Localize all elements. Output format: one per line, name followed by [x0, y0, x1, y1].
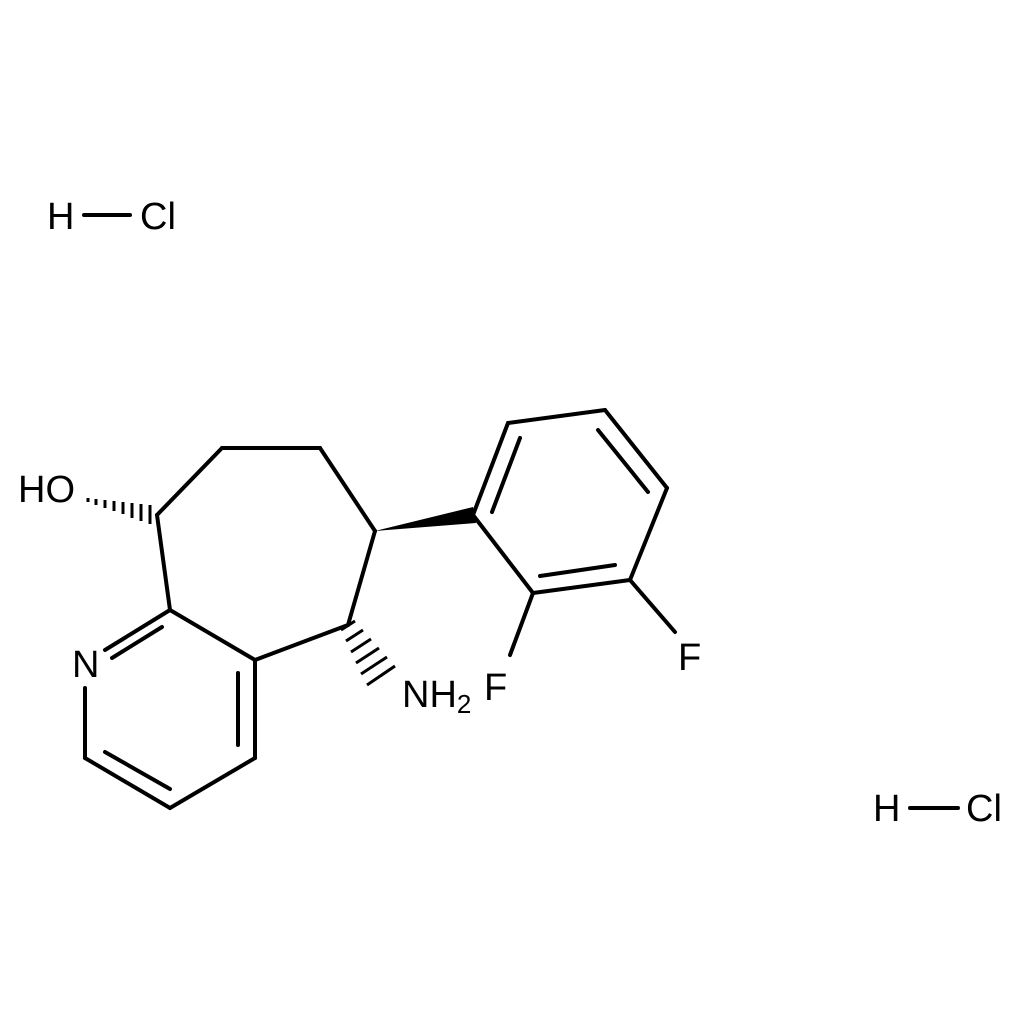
hashed-bond-c9-oh: [86, 498, 152, 524]
wedge-bond-c6-phenyl: [375, 507, 476, 531]
bond-ph2-ph3: [506, 408, 607, 425]
amine-subscript: 2: [457, 689, 471, 719]
amine-nh-text: NH: [402, 674, 457, 716]
amine-label: NH2: [402, 674, 471, 719]
hcl-1-chlorine: Cl: [140, 196, 176, 238]
fluorine-meta-label: F: [678, 637, 701, 679]
bond-c9a-n-inner: [110, 625, 164, 660]
hcl-2-hydrogen: H: [873, 788, 900, 830]
hashed-bond-c5-nh2: [340, 619, 396, 687]
bond-c2-c3: [83, 756, 172, 810]
bond-ph4-ph5: [628, 486, 669, 582]
bond-c9a-c4a: [168, 608, 257, 662]
bond-ph5-ph6: [531, 578, 632, 595]
bond-c2-c3-inner: [103, 750, 172, 791]
bond-c6-c7: [318, 446, 377, 533]
bond-ph1-ph2-inner: [490, 436, 522, 514]
bond-c3-c4: [168, 756, 257, 810]
bond-c9a-n: [103, 608, 172, 652]
bond-ph1-ph2: [471, 421, 510, 517]
pyridine-nitrogen-label: N: [72, 644, 99, 686]
bond-ph3-ph4-inner: [596, 428, 650, 494]
atom-labels: HO N NH2 F F: [18, 469, 701, 719]
bond-c-f-ortho: [508, 591, 535, 657]
bond-c8-c9: [155, 446, 224, 517]
bond-ph6-ph1: [471, 513, 535, 595]
bond-c4a-c5: [253, 623, 350, 662]
hcl-1-hydrogen: H: [47, 196, 74, 238]
bond-ph3-ph4: [603, 408, 669, 490]
hcl-salt-2: H Cl: [873, 788, 1002, 830]
bond-c-f-meta: [628, 578, 677, 634]
bond-c5-c6: [346, 529, 377, 627]
hcl-2-chlorine: Cl: [966, 788, 1002, 830]
hydroxyl-label: HO: [18, 469, 75, 511]
fluorine-ortho-label: F: [484, 667, 507, 709]
hcl-salt-1: H Cl: [47, 196, 176, 238]
bond-ph5-ph6-inner: [538, 563, 617, 578]
bond-c9a-c9: [155, 513, 172, 612]
molecule-skeleton: [83, 408, 677, 810]
